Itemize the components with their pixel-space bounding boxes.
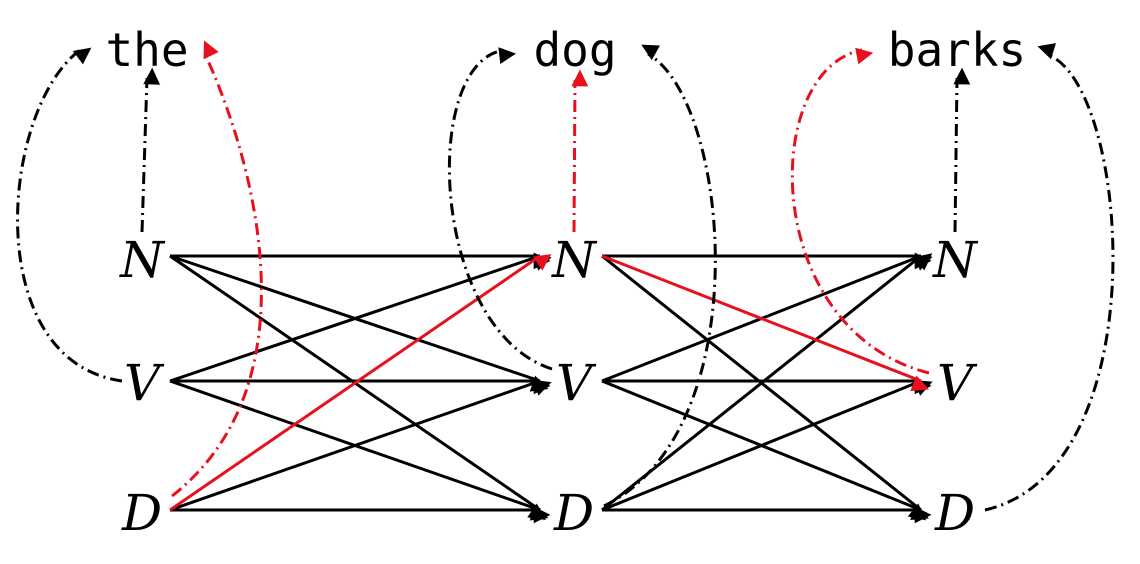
word-label-barks: barks (888, 23, 1026, 77)
state-label-n-1: N (119, 231, 166, 289)
transition-d2-to-v3 (601, 379, 933, 512)
emission-n3-to-barks (953, 67, 971, 233)
emission-edges (16, 40, 1115, 512)
transition-d2-to-n3 (601, 253, 933, 512)
state-label-v-3: V (937, 354, 978, 412)
state-label-d-1: D (121, 484, 162, 542)
emission-d2-to-dog (603, 44, 717, 508)
transition-v1-to-n2 (169, 254, 552, 383)
emission-v1-to-the (16, 47, 123, 383)
transition-edges (169, 252, 933, 524)
state-label-v-1: V (124, 354, 165, 412)
transition-n2-to-v3 (601, 254, 929, 392)
transition-d1-to-v2 (169, 379, 552, 512)
state-label-v-2: V (556, 354, 597, 412)
emission-d1-to-the (171, 40, 263, 498)
word-label-the: the (105, 23, 188, 77)
state-label-n-3: N (932, 231, 979, 289)
state-label-d-2: D (553, 484, 594, 542)
emission-v2-to-dog (448, 47, 553, 371)
emission-d3-to-barks (984, 43, 1115, 512)
state-label-d-3: D (934, 484, 975, 542)
emission-v3-to-barks (790, 47, 930, 375)
emission-n1-to-the (140, 67, 161, 233)
state-label-n-2: N (551, 231, 598, 289)
emission-n2-to-dog (571, 69, 589, 233)
word-label-dog: dog (533, 23, 616, 77)
